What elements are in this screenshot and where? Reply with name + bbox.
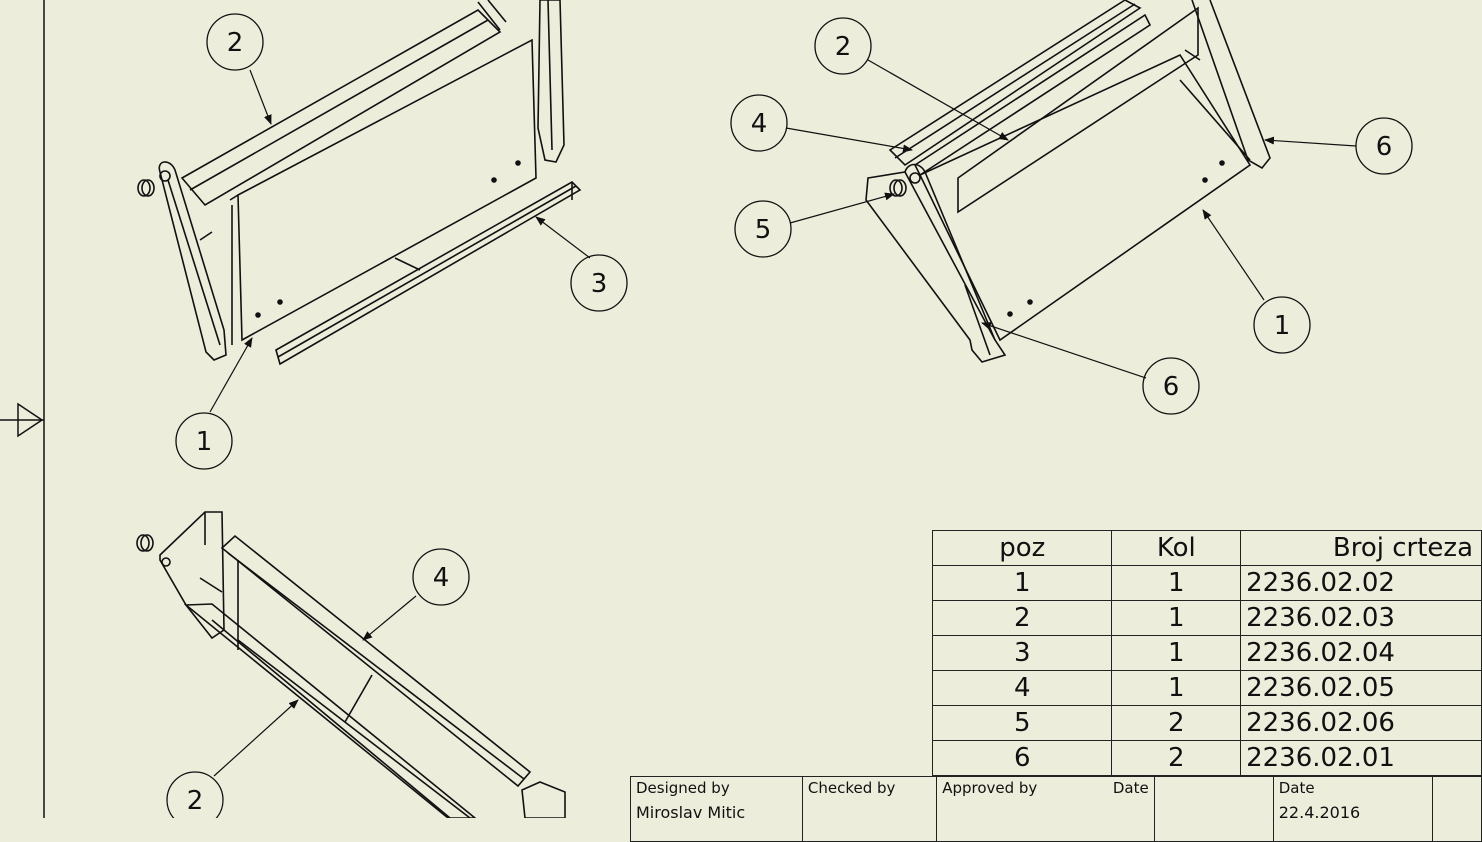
balloon-number: 2 (835, 32, 852, 62)
header-poz: poz (931, 530, 1113, 566)
item-balloon: 4 (412, 548, 470, 606)
item-balloon: 6 (1355, 117, 1413, 175)
checked-by-cell: Checked by (801, 776, 938, 842)
cell-poz: 4 (931, 670, 1113, 706)
date-cell: Date 22.4.2016 (1272, 776, 1433, 842)
approved-by-cell: Approved by Date (936, 776, 1155, 842)
item-balloon: 6 (1142, 357, 1200, 415)
designed-by-label: Designed by (636, 779, 730, 797)
approval-date-label: Date (1112, 779, 1149, 797)
view-3-leaders (213, 595, 417, 777)
title-block: Designed by Miroslav Mitic Checked by Ap… (630, 776, 1482, 842)
cell-kol: 1 (1111, 670, 1242, 706)
cell-broj-crteza: 2236.02.03 (1240, 600, 1482, 636)
balloon-number: 1 (1274, 311, 1291, 341)
item-balloon: 2 (166, 771, 224, 818)
balloon-circle (206, 13, 264, 71)
view-3-isometric (136, 511, 566, 818)
cell-broj-crteza: 2236.02.01 (1240, 740, 1482, 776)
balloon-number: 4 (433, 563, 450, 593)
balloon-number: 6 (1376, 132, 1393, 162)
view-2-isometric (865, 0, 1271, 363)
date-value: 22.4.2016 (1278, 803, 1361, 822)
table-row: 5 2 2236.02.06 (931, 705, 1482, 741)
designed-by-cell: Designed by Miroslav Mitic (630, 776, 803, 842)
table-row: 1 1 2236.02.02 (931, 565, 1482, 601)
balloon-circle (1142, 357, 1200, 415)
approval-date-cell (1153, 776, 1274, 842)
balloon-circle (412, 548, 470, 606)
cell-poz: 6 (931, 740, 1113, 776)
parts-list-table: poz Kol Broj crteza 1 1 2236.02.02 2 1 2… (931, 530, 1482, 776)
table-row: 6 2 2236.02.01 (931, 740, 1482, 776)
cell-broj-crteza: 2236.02.02 (1240, 565, 1482, 601)
cell-poz: 3 (931, 635, 1113, 671)
item-balloon: 5 (734, 200, 792, 258)
item-balloon: 1 (1253, 296, 1311, 354)
cell-kol: 2 (1111, 705, 1242, 741)
cell-poz: 5 (931, 705, 1113, 741)
balloon-circle (570, 254, 628, 312)
date-label: Date (1278, 779, 1315, 797)
cell-broj-crteza: 2236.02.05 (1240, 670, 1482, 706)
balloon-number: 1 (196, 427, 213, 457)
cell-kol: 2 (1111, 740, 1242, 776)
sheet-border (0, 0, 45, 818)
balloon-circle (734, 200, 792, 258)
table-row: 3 1 2236.02.04 (931, 635, 1482, 671)
cell-kol: 1 (1111, 565, 1242, 601)
item-balloon: 2 (814, 17, 872, 75)
balloon-circle (175, 412, 233, 470)
balloon-circle (730, 94, 788, 152)
balloon-number: 3 (591, 269, 608, 299)
view-1-leaders (209, 69, 591, 413)
parts-list-header: poz Kol Broj crteza (931, 530, 1482, 566)
balloon-number: 5 (755, 215, 772, 245)
view-2-leaders (785, 59, 1357, 379)
balloon-number: 2 (227, 28, 244, 58)
cell-broj-crteza: 2236.02.06 (1240, 705, 1482, 741)
cell-broj-crteza: 2236.02.04 (1240, 635, 1482, 671)
designed-by-value: Miroslav Mitic (636, 803, 746, 822)
cell-poz: 1 (931, 565, 1113, 601)
balloon-circle (1355, 117, 1413, 175)
balloon-number: 4 (751, 109, 768, 139)
view-1-isometric (137, 0, 582, 366)
balloon-number: 6 (1163, 372, 1180, 402)
balloon-circle (166, 771, 224, 818)
cell-kol: 1 (1111, 600, 1242, 636)
checked-by-label: Checked by (807, 779, 896, 797)
item-balloon: 2 (206, 13, 264, 71)
table-row: 4 1 2236.02.05 (931, 670, 1482, 706)
approved-by-label: Approved by (942, 779, 1038, 797)
balloon-circle (1253, 296, 1311, 354)
cell-poz: 2 (931, 600, 1113, 636)
item-balloon: 1 (175, 412, 233, 470)
header-kol: Kol (1111, 530, 1242, 566)
cell-kol: 1 (1111, 635, 1242, 671)
balloon-number: 2 (187, 786, 204, 816)
table-row: 2 1 2236.02.03 (931, 600, 1482, 636)
header-broj-crteza: Broj crteza (1240, 530, 1482, 566)
balloon-circle (814, 17, 872, 75)
item-balloon: 4 (730, 94, 788, 152)
item-balloon: 3 (570, 254, 628, 312)
title-block-end-cell (1431, 776, 1482, 842)
